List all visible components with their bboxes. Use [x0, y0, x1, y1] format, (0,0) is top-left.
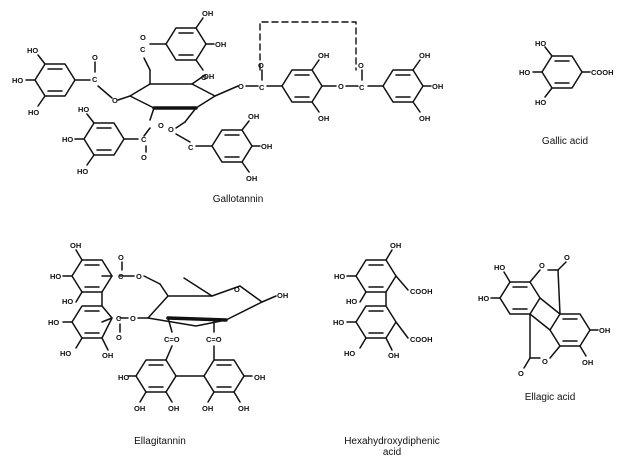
oh-label: OH — [238, 404, 249, 413]
carbonyl-o-lower: O — [116, 333, 122, 342]
oh-label: OH — [203, 72, 214, 81]
carbonyl-o-bottom-left: O — [141, 153, 147, 162]
ho-label: HO — [28, 108, 39, 117]
oh-label: OH — [261, 142, 272, 151]
glucose-ring-oxygen: O — [234, 285, 240, 294]
hhdp-acid-label: Hexahydroxydiphenic acid — [322, 436, 462, 458]
oh-label: OH — [215, 40, 226, 49]
oh-label: OH — [419, 114, 430, 123]
carbonyl-o-depside: O — [358, 61, 364, 70]
carbonyl-c-bottom-right: C — [188, 143, 194, 152]
oh-label: OH — [599, 326, 610, 335]
cooh-label: COOH — [410, 287, 433, 296]
ellagitannin-label: Ellagitannin — [134, 436, 186, 447]
glucose-ring-oxygen: O — [201, 73, 207, 82]
gallic-acid-structure: HO HO HO COOH — [519, 39, 614, 107]
depside-oxygen: O — [338, 82, 344, 91]
ellagitannin-structure: O OH O C O O C O OH HO HO — [48, 241, 288, 413]
oh-label: OH — [582, 358, 593, 367]
oh-label: OH — [70, 241, 81, 250]
ho-label: HO — [78, 105, 89, 114]
oh-label: OH — [432, 82, 443, 91]
oh-label: OH — [388, 351, 399, 360]
carbonyl-c-left: C — [92, 75, 98, 84]
oh-label: OH — [246, 174, 257, 183]
carbonyl-o-right: O — [258, 61, 264, 70]
ho-label: HO — [12, 76, 23, 85]
ho-label: HO — [48, 318, 59, 327]
cooh-label: COOH — [410, 335, 433, 344]
carbonyl-c-lower: C — [116, 314, 122, 323]
ho-label: HO — [62, 135, 73, 144]
hhdp-acid-label-line1: Hexahydroxydiphenic — [344, 436, 440, 447]
galloyl-bottom-left: C O HO HO HO — [62, 105, 151, 176]
carbonyl-c-right: C — [259, 83, 265, 92]
ester-oxygen-upper: O — [136, 272, 142, 281]
cooh-label: COOH — [591, 68, 614, 77]
ho-label: HO — [344, 349, 355, 358]
gallic-acid-label: Gallic acid — [541, 136, 589, 147]
galloyl-right-depside: C O OH OH O C O OH OH OH — [245, 51, 443, 123]
carbonyl-bottom-right: C=O — [206, 335, 222, 344]
oh-label: OH — [318, 114, 329, 123]
oh-label: OH — [254, 373, 265, 382]
carbonyl-c-top: C — [140, 45, 146, 54]
oh-label: OH — [390, 241, 401, 250]
ho-label: HO — [118, 373, 129, 382]
ellagic-acid-structure: O O O O HO HO OH OH — [478, 253, 610, 378]
galloyl-top: C O OH OH OH — [140, 9, 226, 81]
gallotannin-label: Gallotannin — [212, 194, 264, 205]
ho-label: HO — [334, 272, 345, 281]
oh-label: OH — [277, 291, 288, 300]
ho-label: HO — [333, 318, 344, 327]
galloyl-bottom-right: O C OH OH OH — [168, 112, 272, 183]
ho-label: HO — [50, 272, 61, 281]
ho-label: HO — [535, 98, 546, 107]
ho-label: HO — [62, 297, 73, 306]
ellagitannin-glucose-ring — [147, 285, 263, 327]
ellagic-acid-label: Ellagic acid — [524, 392, 576, 403]
ester-oxygen-lower: O — [130, 314, 136, 323]
carbonyl-o-left: O — [92, 53, 98, 62]
ho-label: HO — [494, 263, 505, 272]
carbonyl-c-upper: C — [118, 272, 124, 281]
dashed-bracket — [259, 21, 357, 71]
carbonyl-o-upper: O — [118, 253, 124, 262]
ester-oxygen-right: O — [238, 82, 244, 91]
ester-oxygen-bottom-left: O — [158, 121, 164, 130]
oh-label: OH — [134, 404, 145, 413]
carbonyl-bottom-left: C=O — [164, 335, 180, 344]
hhdp-acid-label-line2: acid — [382, 447, 402, 458]
gallotannin-structure: O O O O C O OH OH OH C O — [12, 9, 443, 183]
ho-label: HO — [478, 294, 489, 303]
carbonyl-oxygen-top: O — [564, 253, 570, 262]
lactone-oxygen-bottom: O — [542, 357, 548, 366]
carbonyl-c-bottom-left: C — [141, 135, 147, 144]
lactone-oxygen-top: O — [539, 261, 545, 270]
ho-label: HO — [60, 349, 71, 358]
oh-label: OH — [419, 51, 430, 60]
hhdp-acid-structure: OH HO HO COOH HO HO OH COOH — [333, 241, 433, 360]
ho-label: HO — [535, 39, 546, 48]
oh-label: OH — [102, 351, 113, 360]
carbonyl-o-top: O — [140, 33, 146, 42]
ho-label: HO — [519, 68, 530, 77]
oh-label: OH — [248, 112, 259, 121]
ho-label: HO — [77, 167, 88, 176]
carbonyl-c-depside: C — [359, 83, 365, 92]
ester-oxygen-left: O — [112, 96, 118, 105]
oh-label: OH — [202, 9, 213, 18]
gallotannin-glucose-ring — [117, 69, 239, 123]
oh-label: OH — [202, 404, 213, 413]
ester-oxygen-bottom-right: O — [168, 125, 174, 134]
carbonyl-oxygen-bottom: O — [518, 369, 524, 378]
ho-label: HO — [27, 46, 38, 55]
galloyl-left: C O HO HO HO — [12, 46, 113, 117]
oh-label: OH — [318, 51, 329, 60]
oh-label: OH — [168, 404, 179, 413]
ho-label: HO — [346, 297, 357, 306]
